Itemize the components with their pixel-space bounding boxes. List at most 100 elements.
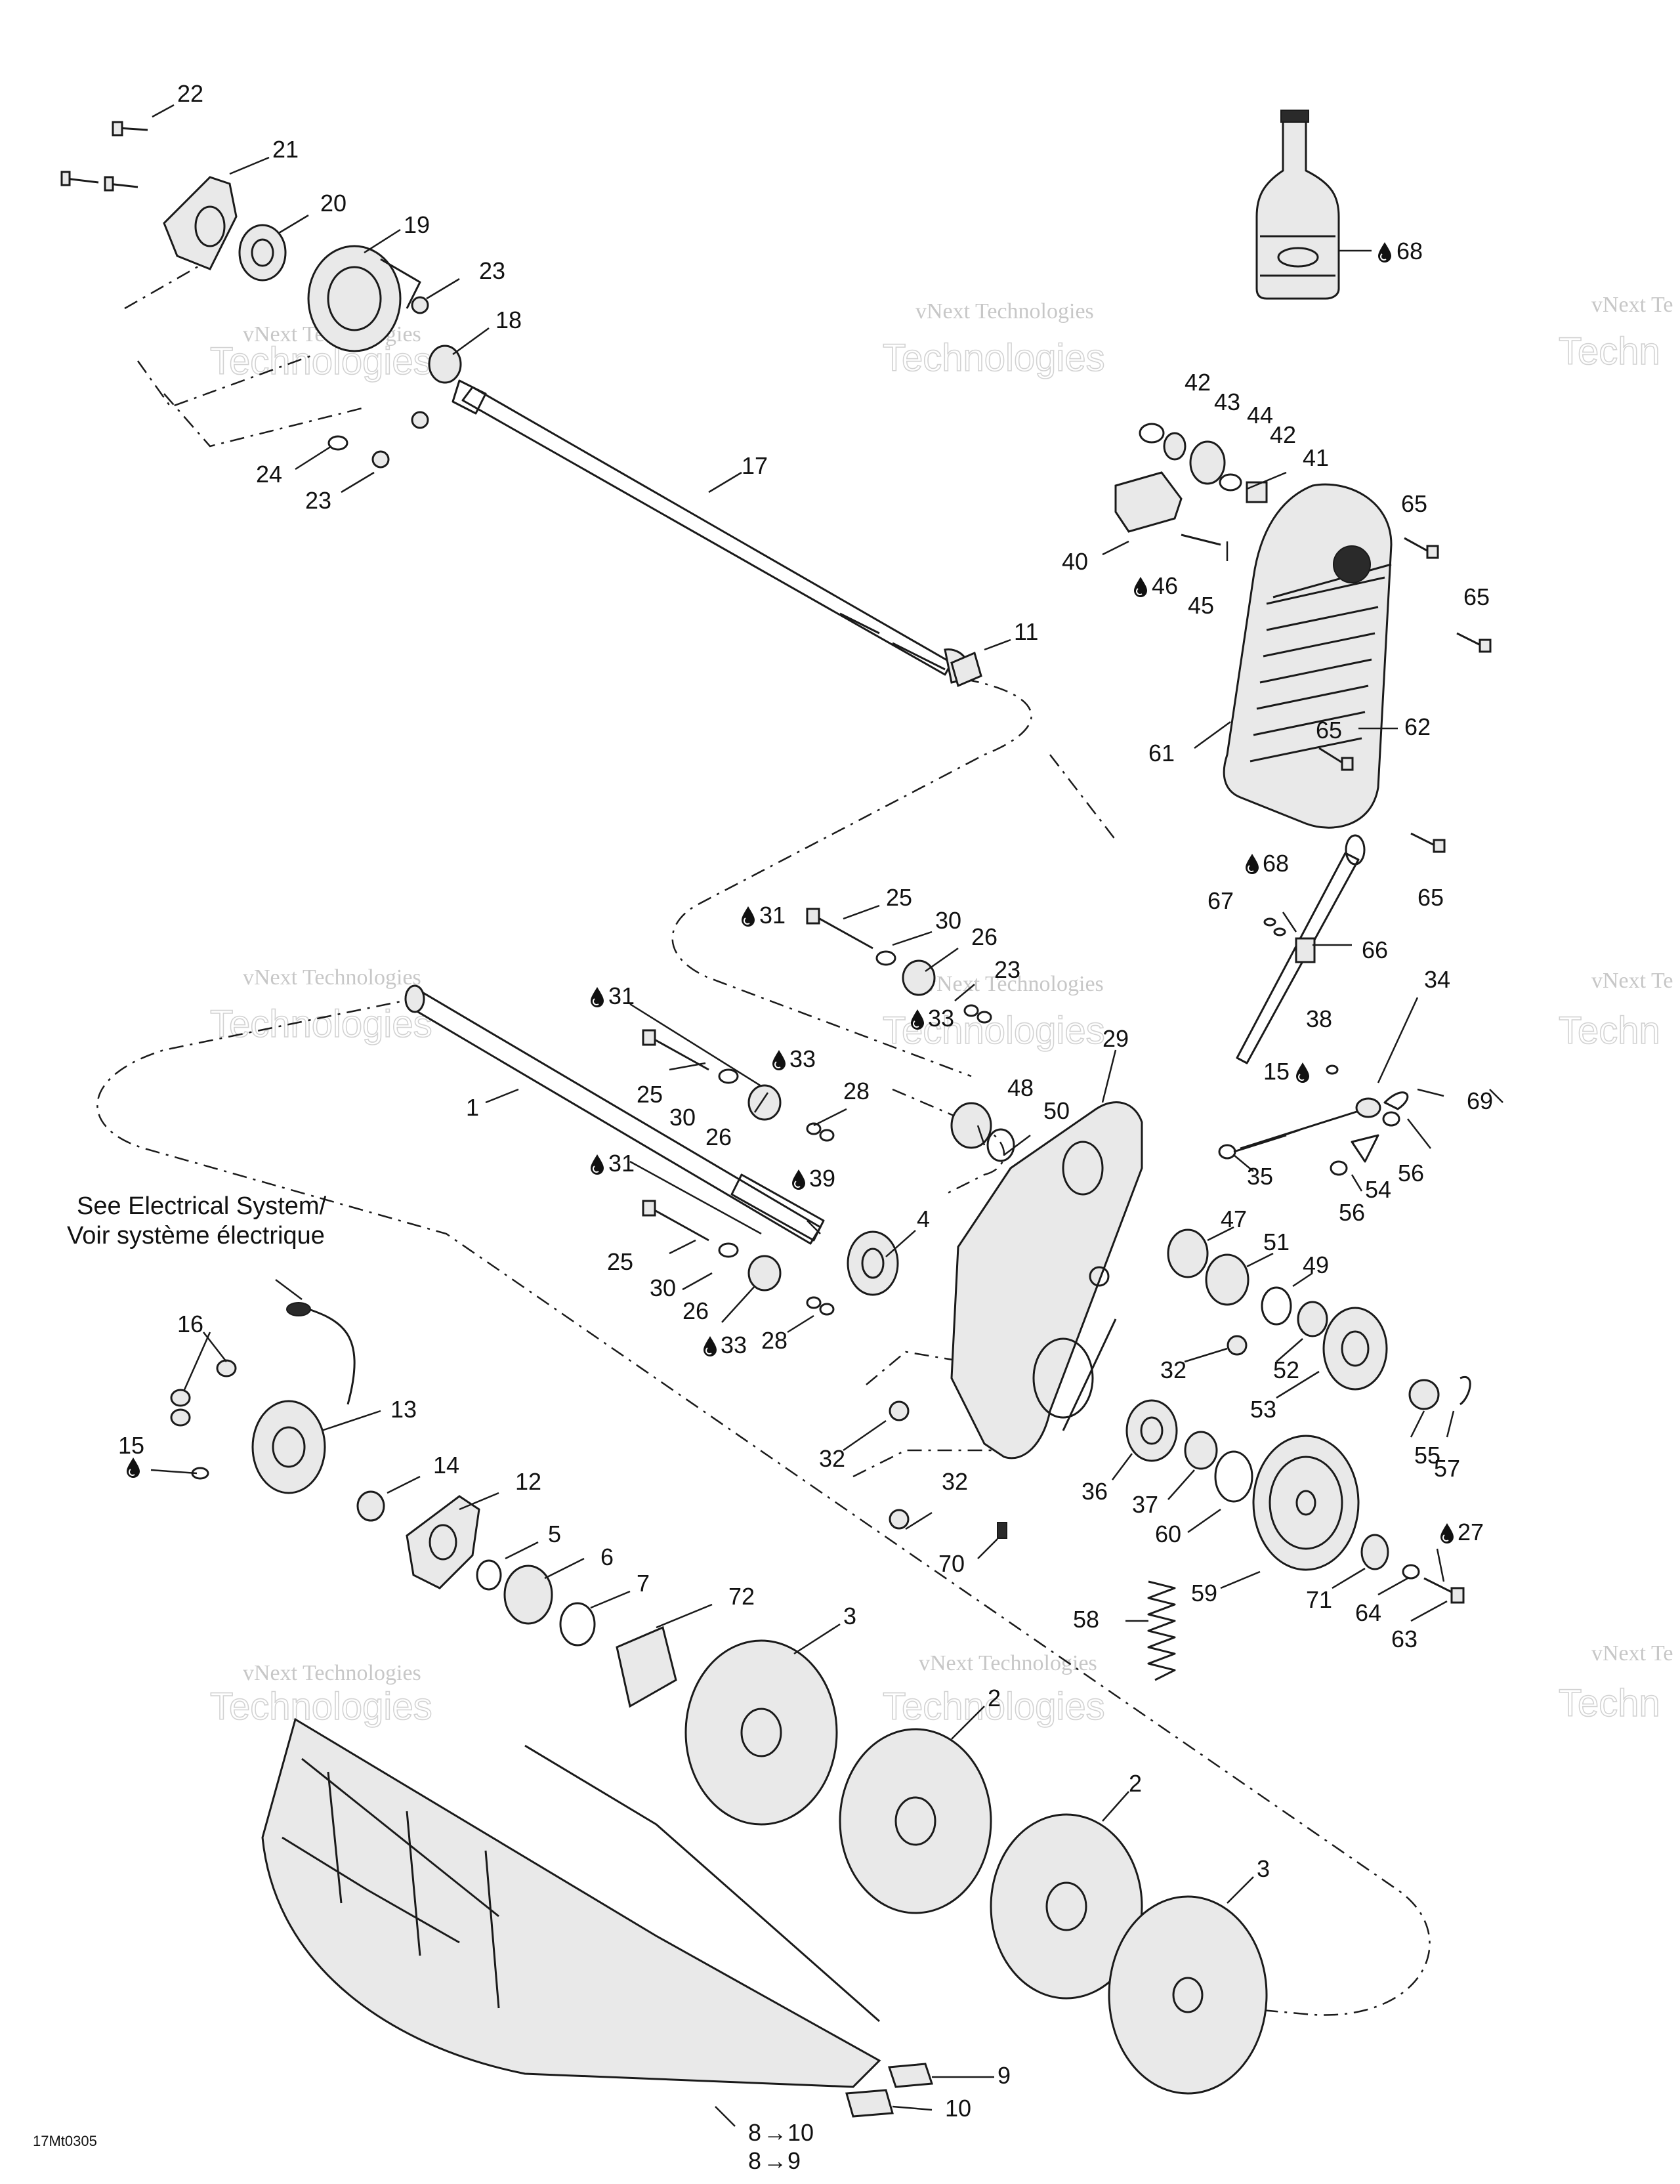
electrical-system-note: Voir système électrique	[67, 1222, 325, 1250]
callout-23: 23	[305, 487, 331, 514]
callout-36: 36	[1082, 1478, 1108, 1505]
callout-8-to-9: 9	[788, 2147, 801, 2174]
tensioner-bolt-34	[1218, 1064, 1409, 1176]
callout-26: 26	[682, 1297, 709, 1324]
callout-41: 41	[1303, 444, 1329, 471]
callout-23: 23	[994, 956, 1020, 983]
bolts-22	[60, 121, 148, 192]
callout-3: 3	[1257, 1855, 1270, 1882]
speed-sensor-13	[170, 1302, 356, 1494]
callout-23: 23	[479, 257, 505, 284]
chaincase-cover	[1223, 483, 1393, 829]
callout-17: 17	[742, 452, 768, 479]
callout-72: 72	[728, 1583, 755, 1610]
right-arrow-icon: →	[763, 2119, 787, 2146]
callout-8-to-10: 10	[788, 2119, 814, 2146]
callout-2: 2	[1129, 1770, 1142, 1797]
svg-text:Technologies: Technologies	[210, 1003, 432, 1045]
bearings-5-6-7-14-72	[356, 1490, 677, 1708]
svg-text:vNext Technologies: vNext Technologies	[919, 1651, 1097, 1675]
bearing-housing-19	[307, 245, 421, 352]
callout-33: 33	[928, 1005, 954, 1032]
upper-sprocket-assembly	[1167, 1228, 1471, 1410]
drive-sprocket-3a	[684, 1639, 838, 1826]
svg-text:Technologies: Technologies	[883, 337, 1105, 379]
callout-45: 45	[1188, 592, 1214, 619]
callout-55: 55	[1414, 1442, 1440, 1469]
chaincase-fasteners	[642, 908, 992, 1316]
callout-8-to-9: 8	[748, 2147, 761, 2174]
callout-65: 65	[1401, 490, 1427, 517]
callout-27: 27	[1458, 1519, 1484, 1545]
callout-54: 54	[1365, 1176, 1391, 1203]
callout-32: 32	[819, 1445, 845, 1472]
callout-25: 25	[886, 884, 912, 911]
callout-42: 42	[1185, 369, 1211, 396]
callout-65: 65	[1463, 583, 1490, 610]
callout-30: 30	[669, 1104, 696, 1131]
leader-lines	[150, 104, 1503, 2127]
drop-icon	[1295, 1062, 1310, 1083]
callout-46: 46	[1152, 572, 1178, 599]
callout-19: 19	[404, 211, 430, 238]
drop-icon	[126, 1457, 140, 1479]
dipstick-66	[1236, 834, 1366, 1064]
callout-6: 6	[600, 1544, 614, 1570]
nuts-23-24	[327, 296, 462, 469]
callout-4: 4	[917, 1206, 930, 1232]
drive-sprocket-2b	[990, 1813, 1143, 2000]
watermark: vNext Technologies Technologies vNext Te…	[209, 293, 1673, 1729]
svg-text:vNext Te: vNext Te	[1591, 1641, 1673, 1666]
bearing-20	[238, 224, 287, 282]
callout-42: 42	[1270, 421, 1296, 448]
svg-text:Technologies: Technologies	[210, 1685, 432, 1728]
drive-sprocket-3b	[1108, 1895, 1268, 2095]
callout-58: 58	[1073, 1606, 1099, 1633]
callout-20: 20	[320, 190, 346, 217]
callout-12: 12	[515, 1468, 541, 1495]
callout-7: 7	[637, 1570, 650, 1597]
callout-56: 56	[1398, 1160, 1424, 1186]
spring-58	[1147, 1580, 1176, 1681]
screws-65	[1318, 537, 1492, 853]
callout-69: 69	[1467, 1087, 1493, 1114]
lubricant-bottle	[1255, 110, 1340, 300]
callout-24: 24	[256, 461, 282, 488]
callout-39: 39	[809, 1165, 835, 1192]
callout-44: 44	[1247, 402, 1273, 429]
callout-50: 50	[1043, 1097, 1070, 1124]
tensioner-parts-40-46	[1114, 423, 1268, 546]
svg-text:vNext Te: vNext Te	[1591, 969, 1673, 993]
callout-68: 68	[1263, 850, 1289, 877]
callout-51: 51	[1263, 1228, 1290, 1255]
callout-59: 59	[1191, 1580, 1217, 1606]
drop-icon	[772, 1049, 786, 1071]
callout-35: 35	[1247, 1163, 1273, 1190]
callout-1: 1	[466, 1094, 479, 1121]
callout-10: 10	[945, 2095, 971, 2122]
callout-30: 30	[935, 907, 961, 934]
callout-32: 32	[942, 1468, 968, 1495]
callout-9: 9	[998, 2062, 1011, 2089]
drive-sprocket-2a	[839, 1728, 992, 1914]
drop-icon	[741, 906, 755, 927]
callout-68: 68	[1396, 238, 1423, 264]
svg-text:Techn: Techn	[1559, 330, 1660, 373]
electrical-system-note: See Electrical System/	[77, 1192, 327, 1220]
callout-25: 25	[637, 1081, 663, 1108]
callout-66: 66	[1362, 936, 1388, 963]
callout-47: 47	[1221, 1206, 1247, 1232]
drop-icon	[590, 986, 604, 1008]
callout-43: 43	[1214, 388, 1240, 415]
drop-icon	[791, 1169, 806, 1190]
callout-61: 61	[1148, 740, 1175, 766]
bearing-support-12	[406, 1495, 480, 1589]
callout-33: 33	[721, 1332, 747, 1358]
callout-31: 31	[759, 902, 786, 929]
callout-37: 37	[1132, 1491, 1158, 1518]
track-8	[261, 1717, 881, 2088]
callout-70: 70	[938, 1550, 965, 1577]
callout-53: 53	[1250, 1396, 1276, 1423]
drop-icon	[1440, 1522, 1454, 1544]
drop-icon	[1133, 576, 1148, 598]
